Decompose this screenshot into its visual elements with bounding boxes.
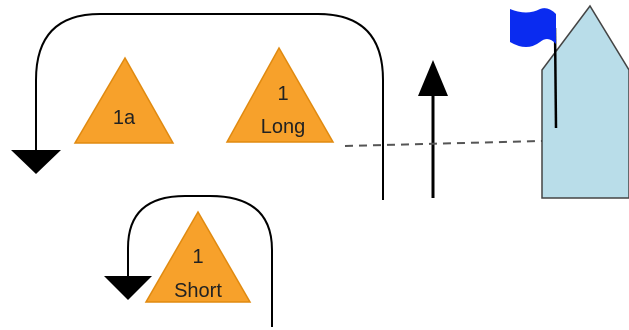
committee-boat-icon bbox=[541, 4, 629, 199]
mark-1-short bbox=[144, 210, 252, 303]
start-line bbox=[344, 140, 543, 147]
flag-icon bbox=[510, 8, 556, 48]
mark-1-short-label: Short bbox=[174, 280, 222, 302]
mark-1a-label: 1a bbox=[113, 107, 136, 129]
mark-1-long-number: 1 bbox=[277, 83, 288, 105]
mark-1-long-label: Long bbox=[261, 116, 306, 138]
mark-1-short-number: 1 bbox=[192, 246, 203, 268]
mark-1a bbox=[73, 56, 175, 144]
arrow-down-icon bbox=[11, 150, 61, 174]
short-course-path bbox=[127, 195, 273, 327]
long-course-path bbox=[35, 13, 384, 200]
arrow-down-icon bbox=[104, 276, 152, 300]
mark-1-long bbox=[225, 46, 335, 143]
flag-pole bbox=[553, 27, 558, 129]
arrow-up-icon bbox=[418, 60, 448, 96]
